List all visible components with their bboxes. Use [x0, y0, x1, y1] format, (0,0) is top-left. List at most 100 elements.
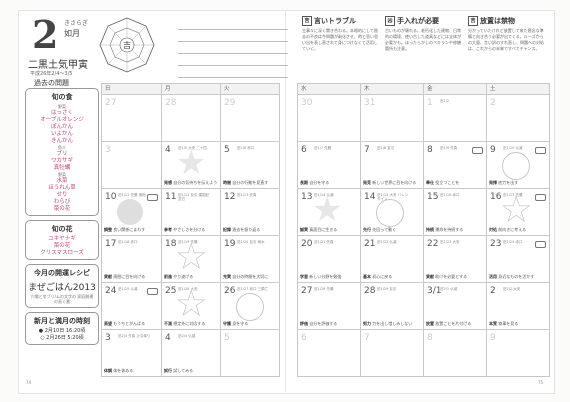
day-almanac: 旧1/25 仏滅 [118, 287, 138, 291]
day-number: 27 [105, 98, 117, 108]
calendar-day-cell[interactable]: 31 [360, 94, 424, 142]
calendar-day-cell[interactable]: 9 [486, 329, 550, 377]
calendar-day-cell[interactable]: 8 [423, 329, 487, 377]
fortune-keyword: 不測 [164, 321, 172, 326]
fortune-keyword: 学習 [300, 274, 308, 279]
day-fortune-note: 発揮 底力を出す [489, 180, 518, 186]
calendar-day-cell[interactable]: 3 [101, 141, 162, 189]
day-fortune-note: 時間 自分の行動を見直す [223, 180, 268, 186]
moon-title: 新月と満月の時刻 [34, 317, 90, 325]
weekday-header: 木 [360, 83, 424, 95]
page-number-right: 75 [538, 380, 544, 385]
day-number: 28 [364, 286, 376, 296]
day-almanac: 旧2/3 先負 ひな祭り [118, 334, 151, 338]
fortune-text: 力を出し惜しみしない [372, 321, 413, 326]
calendar-day-cell[interactable]: 2 [486, 94, 550, 142]
compass-center-label: 吉 [123, 41, 131, 50]
fortune-keyword: 記録 [223, 227, 231, 232]
fortune-text: もうちとがんばる [113, 321, 146, 326]
day-number: 3 [105, 333, 111, 343]
recipe-note: 穴場と冬ブリ/ムの文字の 家庭開運の直ぐ番 [30, 294, 94, 304]
calendar-day-cell[interactable]: 30 [297, 94, 361, 142]
fortune-text: 物事を見る [498, 321, 519, 326]
fortune-keyword: 貢献 [104, 274, 112, 279]
food-item: 菜の花 [53, 206, 71, 212]
day-number: 27 [301, 286, 313, 296]
seasonal-flower-box: 旬の花 ユキヤナギ 菜の花 クリスマスローズ [25, 220, 99, 260]
lucky-circle-icon [376, 199, 404, 227]
day-fortune-note: 放置 放置ごとを片付ける [426, 321, 471, 327]
day-number: 5 [224, 145, 230, 155]
day-number: 1 [427, 98, 433, 108]
day-almanac: 旧1/23 大安 [440, 240, 460, 244]
calendar-day-cell[interactable]: 29 [220, 94, 280, 142]
fortune-text: 身近なものを活かす [498, 274, 535, 279]
calendar-day-cell[interactable]: 27 [101, 94, 162, 142]
day-number: 18 [165, 239, 177, 249]
day-almanac: 旧1/10 仏滅 [503, 146, 523, 150]
month-header: 2 きさらぎ 如月 二黒土気甲寅 平成26年2/4〜3/5 過去の問題 吉 [28, 14, 288, 90]
topic-3: 吉放置は禁物 分かっていたけれど放置して来た懸念な準備と向き合う必要が出てくる。… [468, 16, 546, 52]
fortune-text: 底力を出す [498, 180, 519, 185]
day-number: 25 [165, 286, 177, 296]
lucky-star-icon: ★ [176, 143, 207, 183]
fortune-keyword: 高望 [104, 321, 112, 326]
day-number: 28 [165, 98, 177, 108]
day-almanac: 旧1/8 友引 [377, 146, 395, 150]
calendar-day-cell[interactable]: 6 [297, 329, 361, 377]
seasonal-food-box: 旬の食 野菜 はっさく オーブルオレンジ ぽんかん いよかん きんかん 魚介 ブ… [25, 88, 99, 216]
topic-mark: 凶 [385, 16, 395, 26]
weekday-header: 金 [423, 83, 487, 95]
day-fortune-note: 参考 やさしさを分ける [164, 227, 205, 233]
topic-mark: 吉 [468, 16, 478, 26]
day-almanac: 旧1/9 先負 [440, 146, 458, 150]
calendar-day-cell[interactable]: 5 [220, 329, 280, 377]
day-almanac: 旧1/17 先勝 [503, 193, 523, 197]
fortune-keyword: 調整 [104, 227, 112, 232]
day-almanac: 旧1/20 友引 雨水 [237, 240, 265, 244]
day-number: 19 [224, 239, 236, 249]
calendar-day-cell[interactable]: 7 [360, 329, 424, 377]
calendar-day-cell[interactable]: 28 [161, 94, 221, 142]
day-number: 21 [364, 239, 376, 249]
fortune-text: 新しい分野を勉強 [309, 274, 342, 279]
food-group-label: 野菜 [58, 104, 66, 109]
fortune-text: やさしさを分ける [173, 227, 206, 232]
day-number: 2 [490, 286, 496, 296]
day-almanac: 旧1/11 先勝 鬼宿 [118, 193, 146, 197]
day-almanac: 旧1/27 赤口 三隣亡 [237, 287, 269, 291]
